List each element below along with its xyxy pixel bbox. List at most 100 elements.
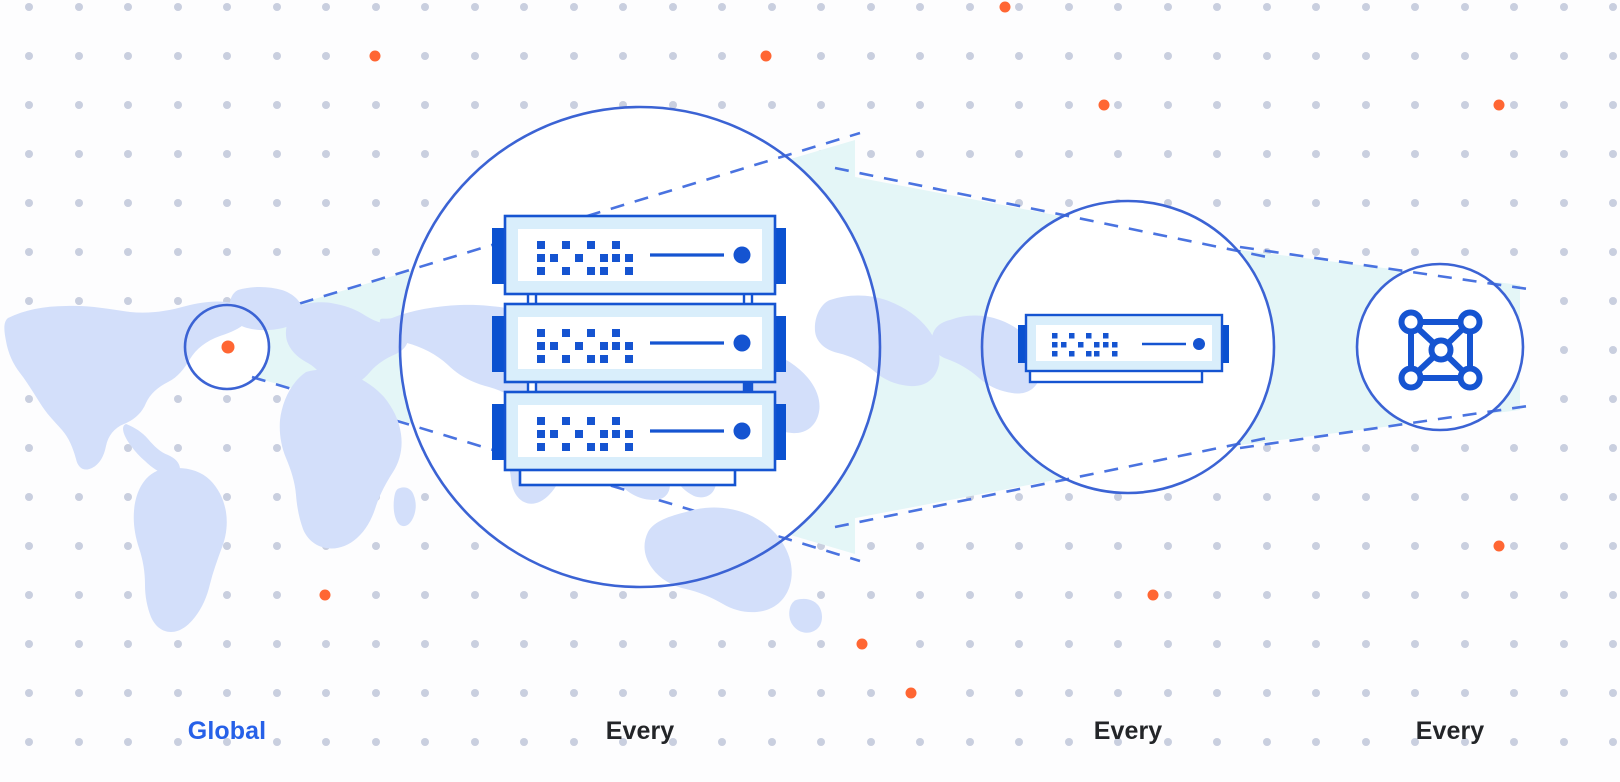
grid-dot <box>223 738 231 746</box>
grid-dot <box>124 689 132 697</box>
grid-dot <box>322 150 330 158</box>
grid-dot <box>817 3 825 11</box>
stage-label-every-service: Every service <box>1350 669 1550 782</box>
server-unit-top <box>492 214 786 296</box>
stage-label-global-network-line1: Global <box>187 717 267 745</box>
grid-dot <box>1560 101 1568 109</box>
grid-dot <box>1461 640 1469 648</box>
grid-dot <box>619 640 627 648</box>
grid-dot <box>174 101 182 109</box>
grid-dot <box>223 395 231 403</box>
grid-dot <box>471 542 479 550</box>
grid-dot <box>1114 150 1122 158</box>
grid-dot <box>322 199 330 207</box>
grid-dot <box>223 101 231 109</box>
grid-dot <box>1312 248 1320 256</box>
stage-label-every-server-line1: Every <box>1093 717 1163 745</box>
server-unit-bottom-status-led <box>733 422 751 440</box>
grid-dot <box>1609 52 1617 60</box>
grid-dot <box>1164 3 1172 11</box>
grid-dot <box>1312 640 1320 648</box>
grid-dot-accent <box>1098 99 1110 111</box>
grid-dot <box>1609 101 1617 109</box>
server-unit-middle-led-grid <box>537 329 633 363</box>
grid-dot <box>1114 542 1122 550</box>
grid-dot <box>223 150 231 158</box>
grid-dot <box>75 640 83 648</box>
grid-dot <box>1461 542 1469 550</box>
grid-dot <box>1213 3 1221 11</box>
grid-dot <box>867 150 875 158</box>
stage-label-global-network: Global network <box>127 669 327 782</box>
grid-dot-accent <box>369 50 381 62</box>
grid-dot <box>1411 689 1419 697</box>
grid-dot <box>619 591 627 599</box>
grid-dot <box>520 591 528 599</box>
grid-dot <box>718 3 726 11</box>
every-service-circle <box>1355 262 1525 432</box>
grid-dot <box>1263 493 1271 501</box>
grid-dot <box>273 101 281 109</box>
grid-dot <box>25 199 33 207</box>
grid-dot <box>1560 542 1568 550</box>
grid-dot <box>916 591 924 599</box>
grid-dot <box>1560 444 1568 452</box>
single-server-status-led <box>1193 338 1205 350</box>
grid-dot <box>421 101 429 109</box>
grid-dot <box>1510 444 1518 452</box>
grid-dot <box>124 640 132 648</box>
grid-dot <box>471 101 479 109</box>
grid-dot <box>1411 640 1419 648</box>
grid-dot <box>1213 101 1221 109</box>
grid-dot-accent <box>905 687 917 699</box>
grid-dot <box>75 738 83 746</box>
grid-dot <box>916 150 924 158</box>
grid-dot <box>916 52 924 60</box>
grid-dot <box>916 101 924 109</box>
grid-dot <box>817 101 825 109</box>
grid-dot <box>1362 52 1370 60</box>
grid-dot <box>817 689 825 697</box>
grid-dot <box>421 150 429 158</box>
grid-dot <box>174 150 182 158</box>
grid-dot <box>223 493 231 501</box>
grid-dot <box>1213 591 1221 599</box>
grid-dot <box>867 101 875 109</box>
grid-dot <box>223 444 231 452</box>
grid-dot <box>669 738 677 746</box>
grid-dot <box>916 3 924 11</box>
grid-dot-accent <box>1493 99 1505 111</box>
grid-dot <box>1609 591 1617 599</box>
grid-dot <box>1411 52 1419 60</box>
grid-dot <box>421 52 429 60</box>
grid-dot <box>372 150 380 158</box>
grid-dot <box>471 689 479 697</box>
grid-dot <box>1362 493 1370 501</box>
grid-dot <box>520 3 528 11</box>
grid-dot <box>1164 150 1172 158</box>
grid-dot <box>322 248 330 256</box>
grid-dot <box>867 542 875 550</box>
grid-dot <box>1461 3 1469 11</box>
grid-dot <box>223 199 231 207</box>
grid-dot <box>223 689 231 697</box>
grid-dot <box>1015 3 1023 11</box>
grid-dot <box>471 3 479 11</box>
grid-dot <box>372 640 380 648</box>
grid-dot <box>223 248 231 256</box>
grid-dot <box>1461 199 1469 207</box>
grid-dot <box>966 542 974 550</box>
grid-dot <box>867 52 875 60</box>
grid-dot <box>768 689 776 697</box>
grid-dot <box>1312 150 1320 158</box>
grid-dot <box>174 689 182 697</box>
grid-dot <box>372 101 380 109</box>
grid-dot <box>1461 738 1469 746</box>
grid-dot <box>1164 689 1172 697</box>
grid-dot <box>1362 444 1370 452</box>
grid-dot <box>273 199 281 207</box>
grid-dot <box>124 591 132 599</box>
grid-dot <box>1362 3 1370 11</box>
grid-dot <box>1362 591 1370 599</box>
